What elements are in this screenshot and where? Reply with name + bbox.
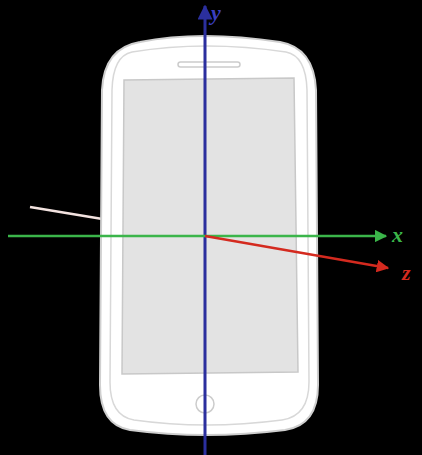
axis-label: z (402, 262, 411, 284)
phone-screen (122, 78, 298, 374)
x-axis (8, 235, 386, 238)
axis-label: y (211, 2, 221, 24)
axis-label: x (392, 224, 403, 246)
z-axis (205, 236, 388, 268)
y-axis (204, 6, 207, 455)
speaker-slot (178, 62, 240, 67)
